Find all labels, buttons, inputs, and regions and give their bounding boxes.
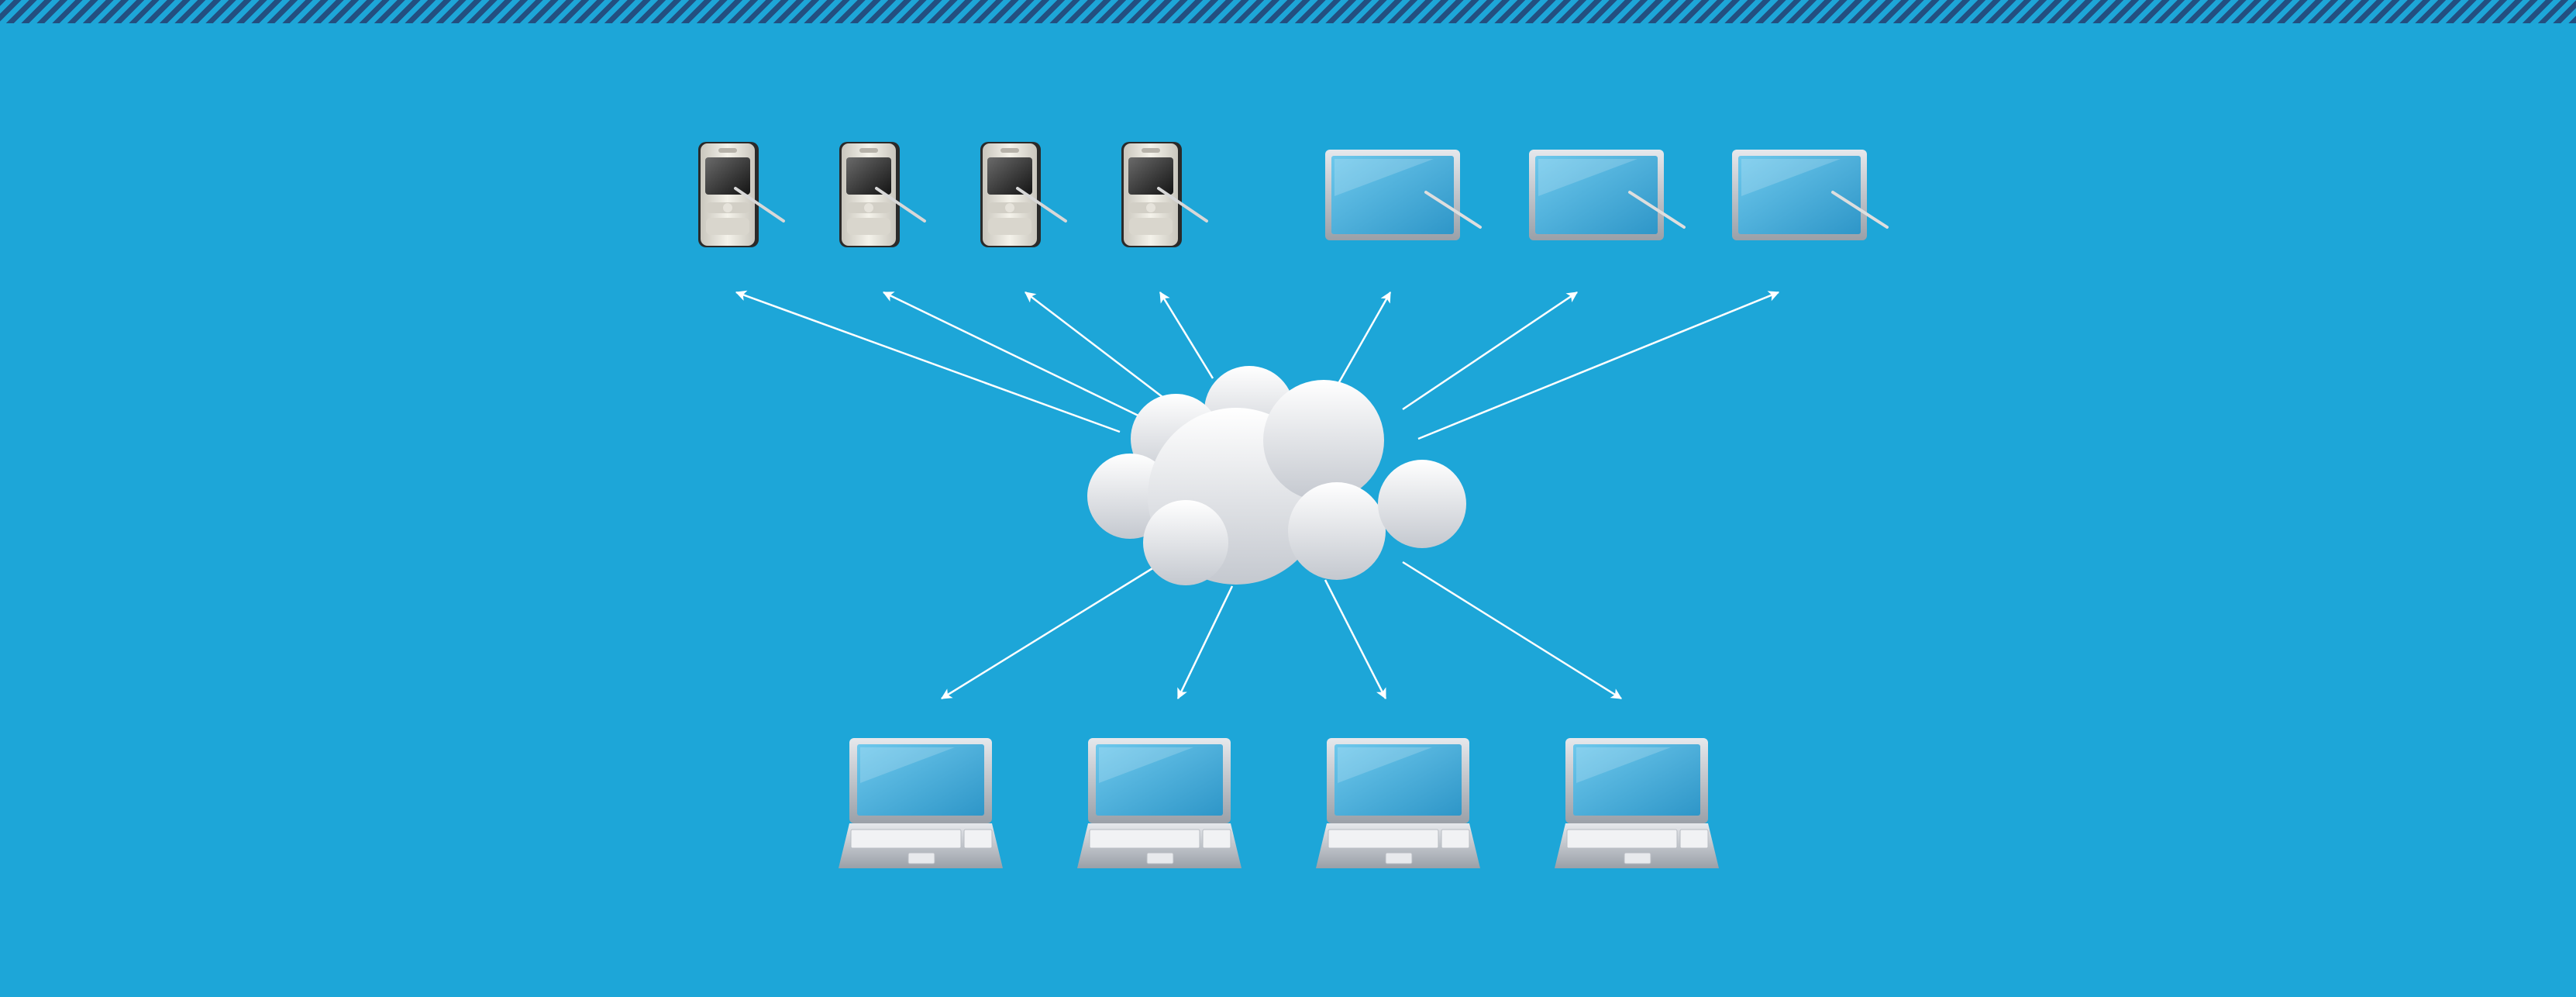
mobile-phone-icon	[698, 142, 785, 247]
laptop-icon	[1316, 738, 1480, 868]
arrow-to-phone-3	[1025, 292, 1163, 398]
arrow-to-phone-2	[882, 291, 1145, 420]
mobile-phone-icon	[1121, 142, 1208, 247]
arrows-top	[735, 290, 1780, 440]
phones-row	[698, 142, 1208, 247]
arrow-to-laptop-1	[941, 562, 1161, 700]
arrow-to-tablet-1	[1328, 291, 1392, 399]
arrow-to-tablet-3	[1417, 291, 1780, 440]
arrow-to-laptop-3	[1324, 579, 1387, 700]
cloud-icon	[1087, 366, 1466, 585]
arrow-to-tablet-2	[1402, 291, 1578, 411]
arrow-to-laptop-4	[1402, 561, 1622, 700]
mobile-phone-icon	[839, 142, 926, 247]
tablet-icon	[1732, 150, 1889, 240]
tablet-icon	[1325, 150, 1482, 240]
mobile-phone-icon	[980, 142, 1067, 247]
arrow-to-phone-4	[1159, 292, 1214, 379]
tablet-icon	[1529, 150, 1686, 240]
top-stripe	[0, 0, 2576, 23]
tablets-row	[1325, 150, 1889, 240]
arrow-to-phone-1	[735, 290, 1121, 433]
laptop-icon	[1555, 738, 1719, 868]
laptop-icon	[1077, 738, 1242, 868]
laptop-icon	[839, 738, 1003, 868]
arrows-bottom	[941, 561, 1622, 700]
laptops-row	[839, 738, 1719, 868]
arrow-to-laptop-2	[1176, 585, 1234, 700]
